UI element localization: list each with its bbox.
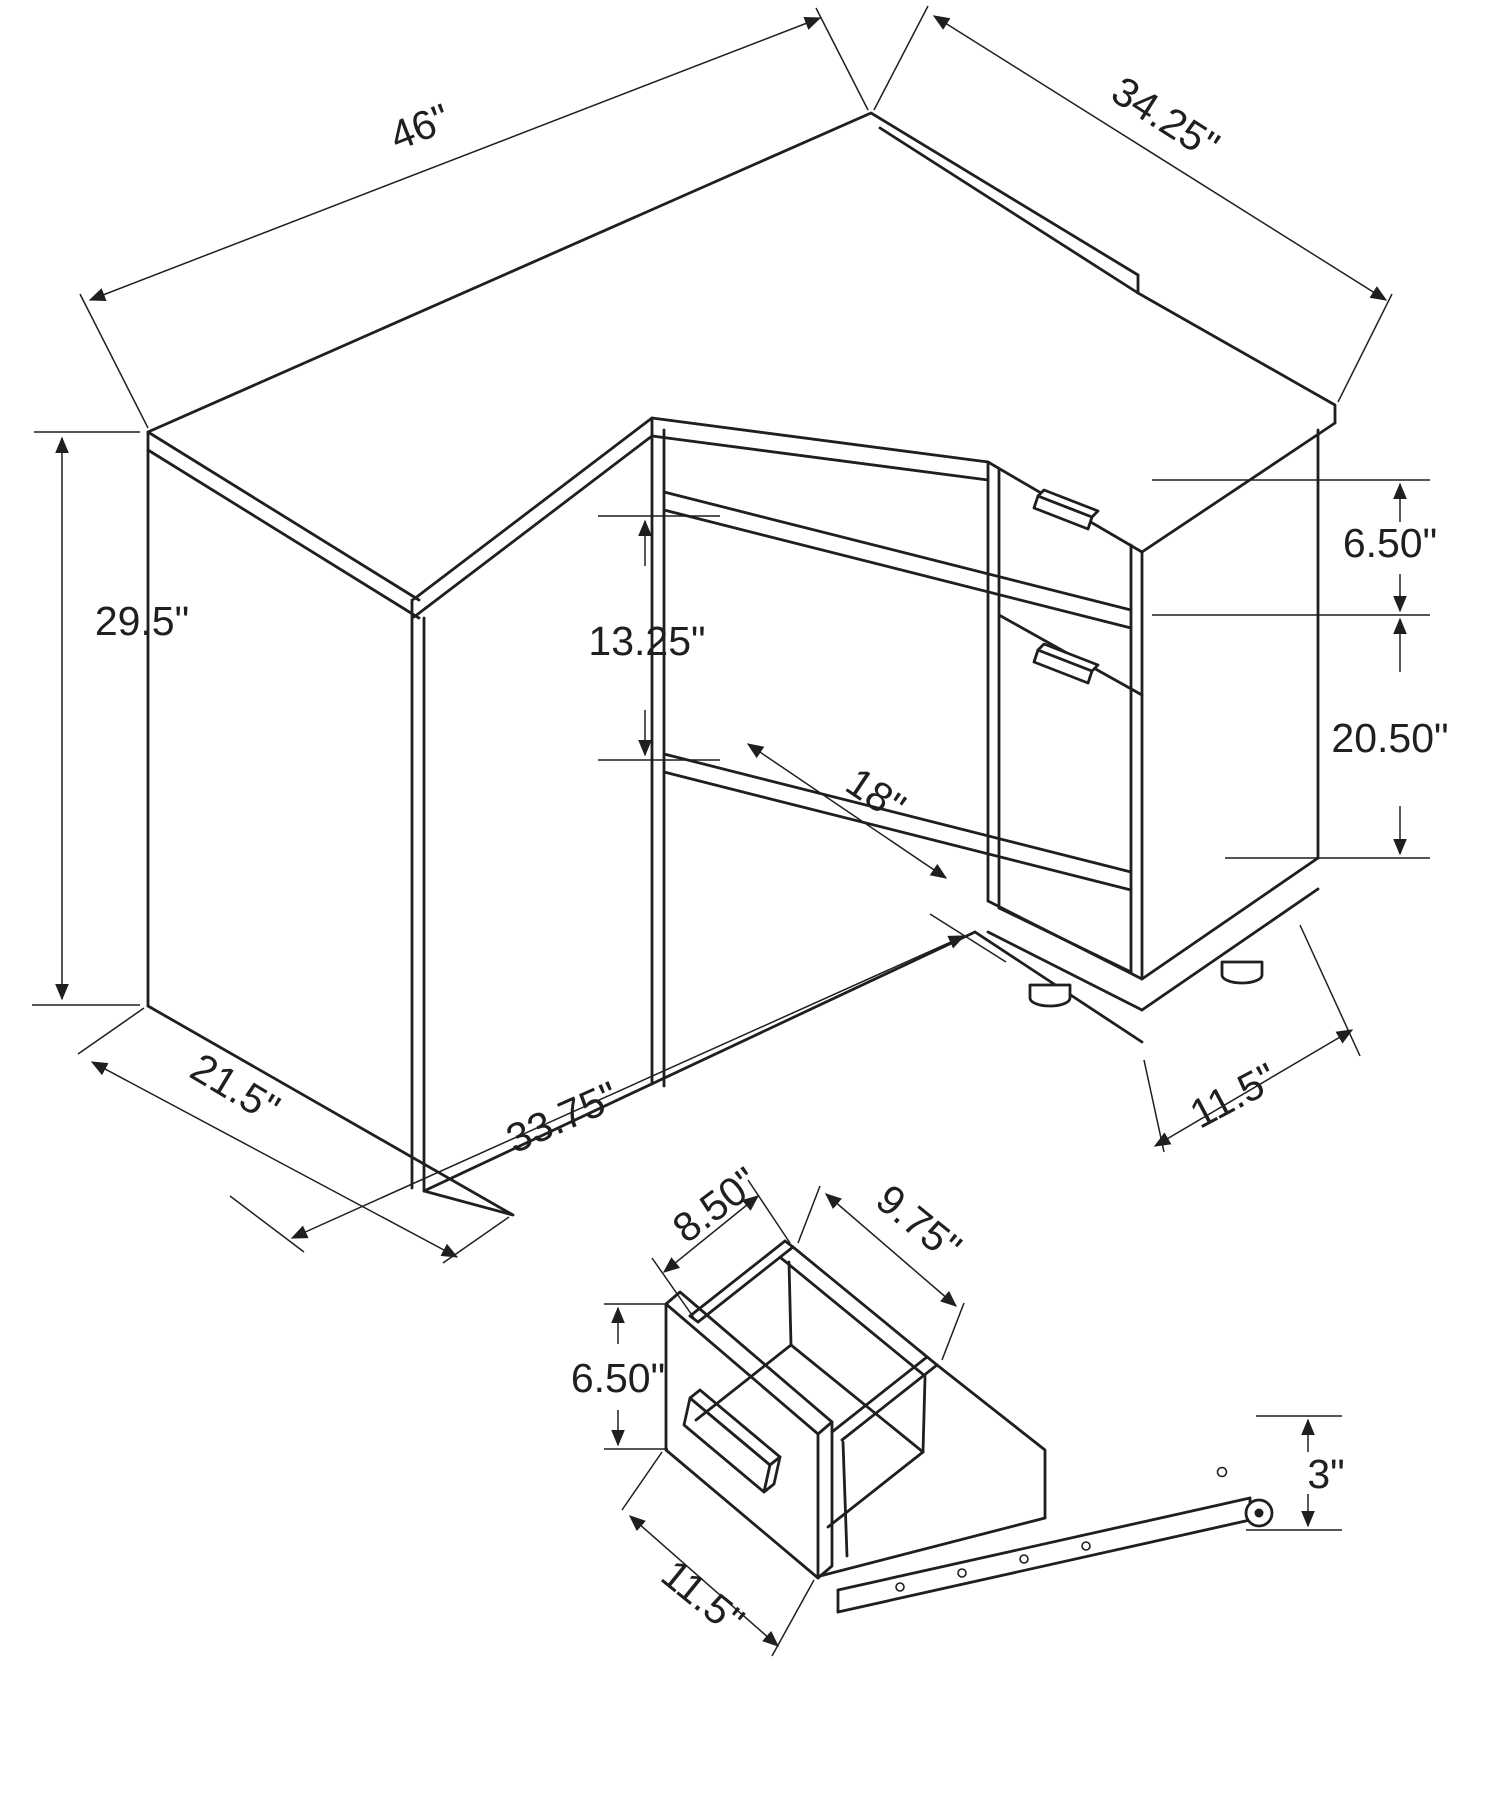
cabinet-feet [1028,960,1264,1008]
dimension-label-top-edge: 46" [383,95,456,160]
dimension-9-75: 9.75" [797,1176,970,1361]
dimension-label-drawer-height: 6.50" [1343,520,1437,566]
dimension-label-drawer-front-width: 11.5" [653,1551,753,1644]
dimension-8-50: 8.50" [651,1158,791,1319]
dimension-29-5: 29.5" [32,431,189,1006]
dimension-46: 46" [79,7,869,429]
dimension-11-5-cabinet: 11.5" [1143,924,1361,1153]
dimension-6-50-cabinet: 6.50" [1152,479,1437,616]
dimension-label-inner-width: 8.50" [664,1158,767,1252]
dimension-34-25: 34.25" [873,5,1393,403]
dimension-label-front-width: 33.75" [499,1072,625,1162]
drawer-slide-rail [836,1466,1274,1614]
drawer-box [688,1239,1047,1578]
dimension-label-right-edge: 34.25" [1104,67,1228,169]
dimension-label-cabinet-depth: 11.5" [1182,1054,1284,1137]
cabinet-drawer-handle [1032,488,1100,531]
dimension-label-height: 29.5" [95,598,189,644]
dimension-21-5: 21.5" [77,1007,510,1264]
dimension-18: 18" [746,743,948,879]
drawer-front-panel [664,1290,834,1580]
dimension-label-drawer-front-height: 6.50" [571,1355,665,1401]
caster-wheel [1244,1498,1274,1528]
dimension-label-inner-depth: 9.75" [868,1176,970,1271]
dimension-13-25: 13.25" [588,515,720,761]
drawer-drawing: 6.50" 8.50" 9.75" 3" 11.5" [571,1158,1345,1657]
dimension-label-caster-height: 3" [1307,1451,1344,1497]
desk-drawing: 46" 34.25" 29.5" 13.25" 18" [32,5,1449,1264]
dimension-3: 3" [1246,1415,1345,1531]
dimension-label-shelf-gap: 13.25" [588,618,705,664]
desk-cabinet [973,421,1337,1044]
dimension-20-50: 20.50" [1225,617,1449,859]
dimension-6-50-drawer: 6.50" [571,1303,668,1450]
cabinet-door-handle [1032,642,1100,685]
dimension-label-door-height: 20.50" [1331,715,1448,761]
